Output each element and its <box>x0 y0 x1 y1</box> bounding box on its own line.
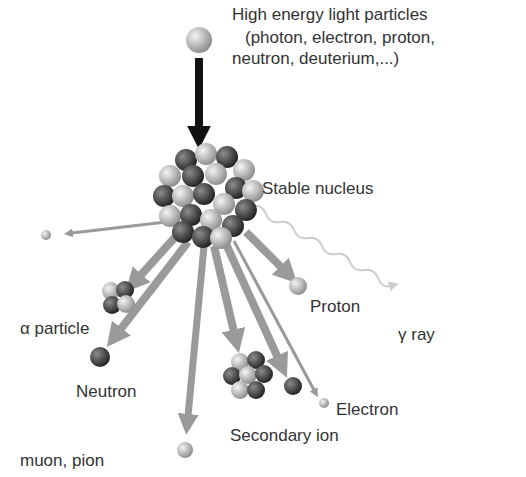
electron-ball <box>319 398 329 408</box>
particle-label: Neutron <box>76 381 136 402</box>
alpha-cluster <box>102 281 135 314</box>
nucleus-cluster <box>153 143 264 249</box>
emission-arrows <box>72 222 314 416</box>
particle-label: muon, pion <box>20 450 104 471</box>
particle-list-label: (photon, electron, proton, neutron, deut… <box>232 27 472 69</box>
particle-label: Secondary ion <box>230 425 339 446</box>
muon-ball <box>177 442 193 458</box>
incoming-particle <box>186 27 212 53</box>
incoming-arrow <box>195 58 203 128</box>
heading-label: High energy light particles <box>232 4 428 25</box>
secondary-ion-cluster <box>223 351 273 399</box>
neutron-ball-2 <box>284 377 302 395</box>
particle-label: γ ray <box>398 324 435 345</box>
small-particle <box>41 230 51 240</box>
proton-ball <box>289 277 307 295</box>
neutron-ball <box>90 347 110 367</box>
particle-label: Proton <box>310 296 360 317</box>
particle-label: α particle <box>20 318 89 339</box>
gamma-wave <box>252 206 390 287</box>
particle-label: Electron <box>336 399 398 420</box>
nucleus-label: Stable nucleus <box>262 178 374 199</box>
